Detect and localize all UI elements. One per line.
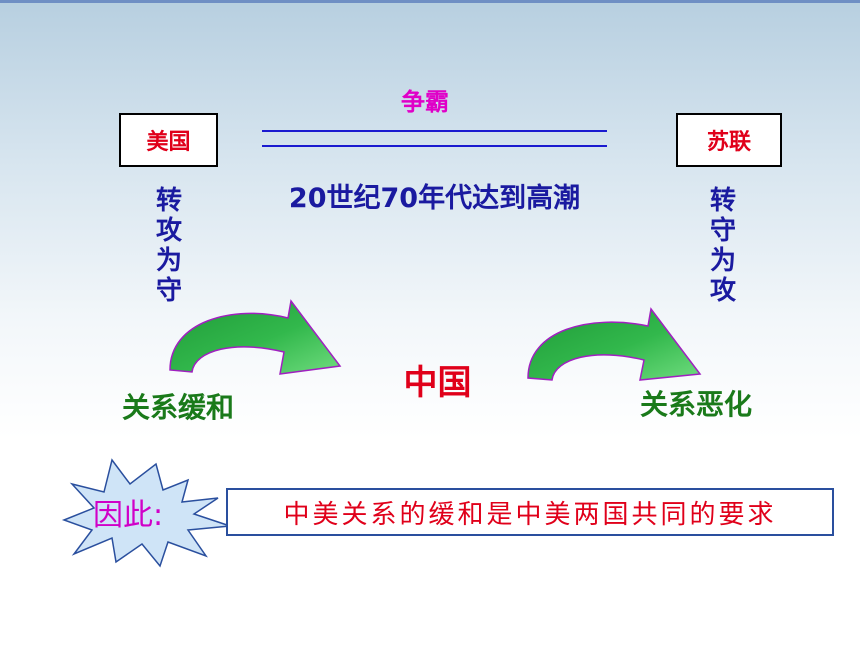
conclusion-label: 因此: (93, 498, 164, 533)
conclusion-text: 中美关系的缓和是中美两国共同的要求 (283, 499, 777, 530)
right-curved-arrow (527, 307, 702, 381)
double-line-bottom (262, 145, 607, 147)
relation-eased-text: 关系缓和 (122, 391, 235, 424)
ussr-vertical-char: 为 (709, 246, 736, 276)
top-border-line (0, 0, 860, 3)
ussr-vertical-char: 守 (709, 216, 736, 246)
ussr-vertical-char: 攻 (709, 276, 736, 306)
ussr-vertical-text: 转 守 为 攻 (703, 186, 743, 306)
usa-vertical-char: 转 (155, 186, 182, 216)
peak-era-text: 20世纪70年代达到高潮 (288, 183, 581, 214)
starburst-polygon (61, 458, 231, 568)
rivalry-label: 争霸 (401, 88, 449, 116)
usa-vertical-char: 为 (155, 246, 182, 276)
starburst-shape (61, 458, 231, 568)
double-line-top (262, 130, 607, 132)
left-curved-arrow (169, 299, 342, 375)
usa-box: 美国 (119, 113, 218, 167)
relation-worsened-text: 关系恶化 (640, 388, 753, 421)
china-label: 中国 (403, 363, 472, 403)
conclusion-box: 中美关系的缓和是中美两国共同的要求 (226, 488, 834, 536)
usa-vertical-text: 转 攻 为 守 (149, 186, 189, 306)
ussr-box: 苏联 (676, 113, 782, 167)
usa-vertical-char: 守 (155, 276, 182, 306)
usa-vertical-char: 攻 (155, 216, 182, 246)
ussr-vertical-char: 转 (709, 186, 736, 216)
